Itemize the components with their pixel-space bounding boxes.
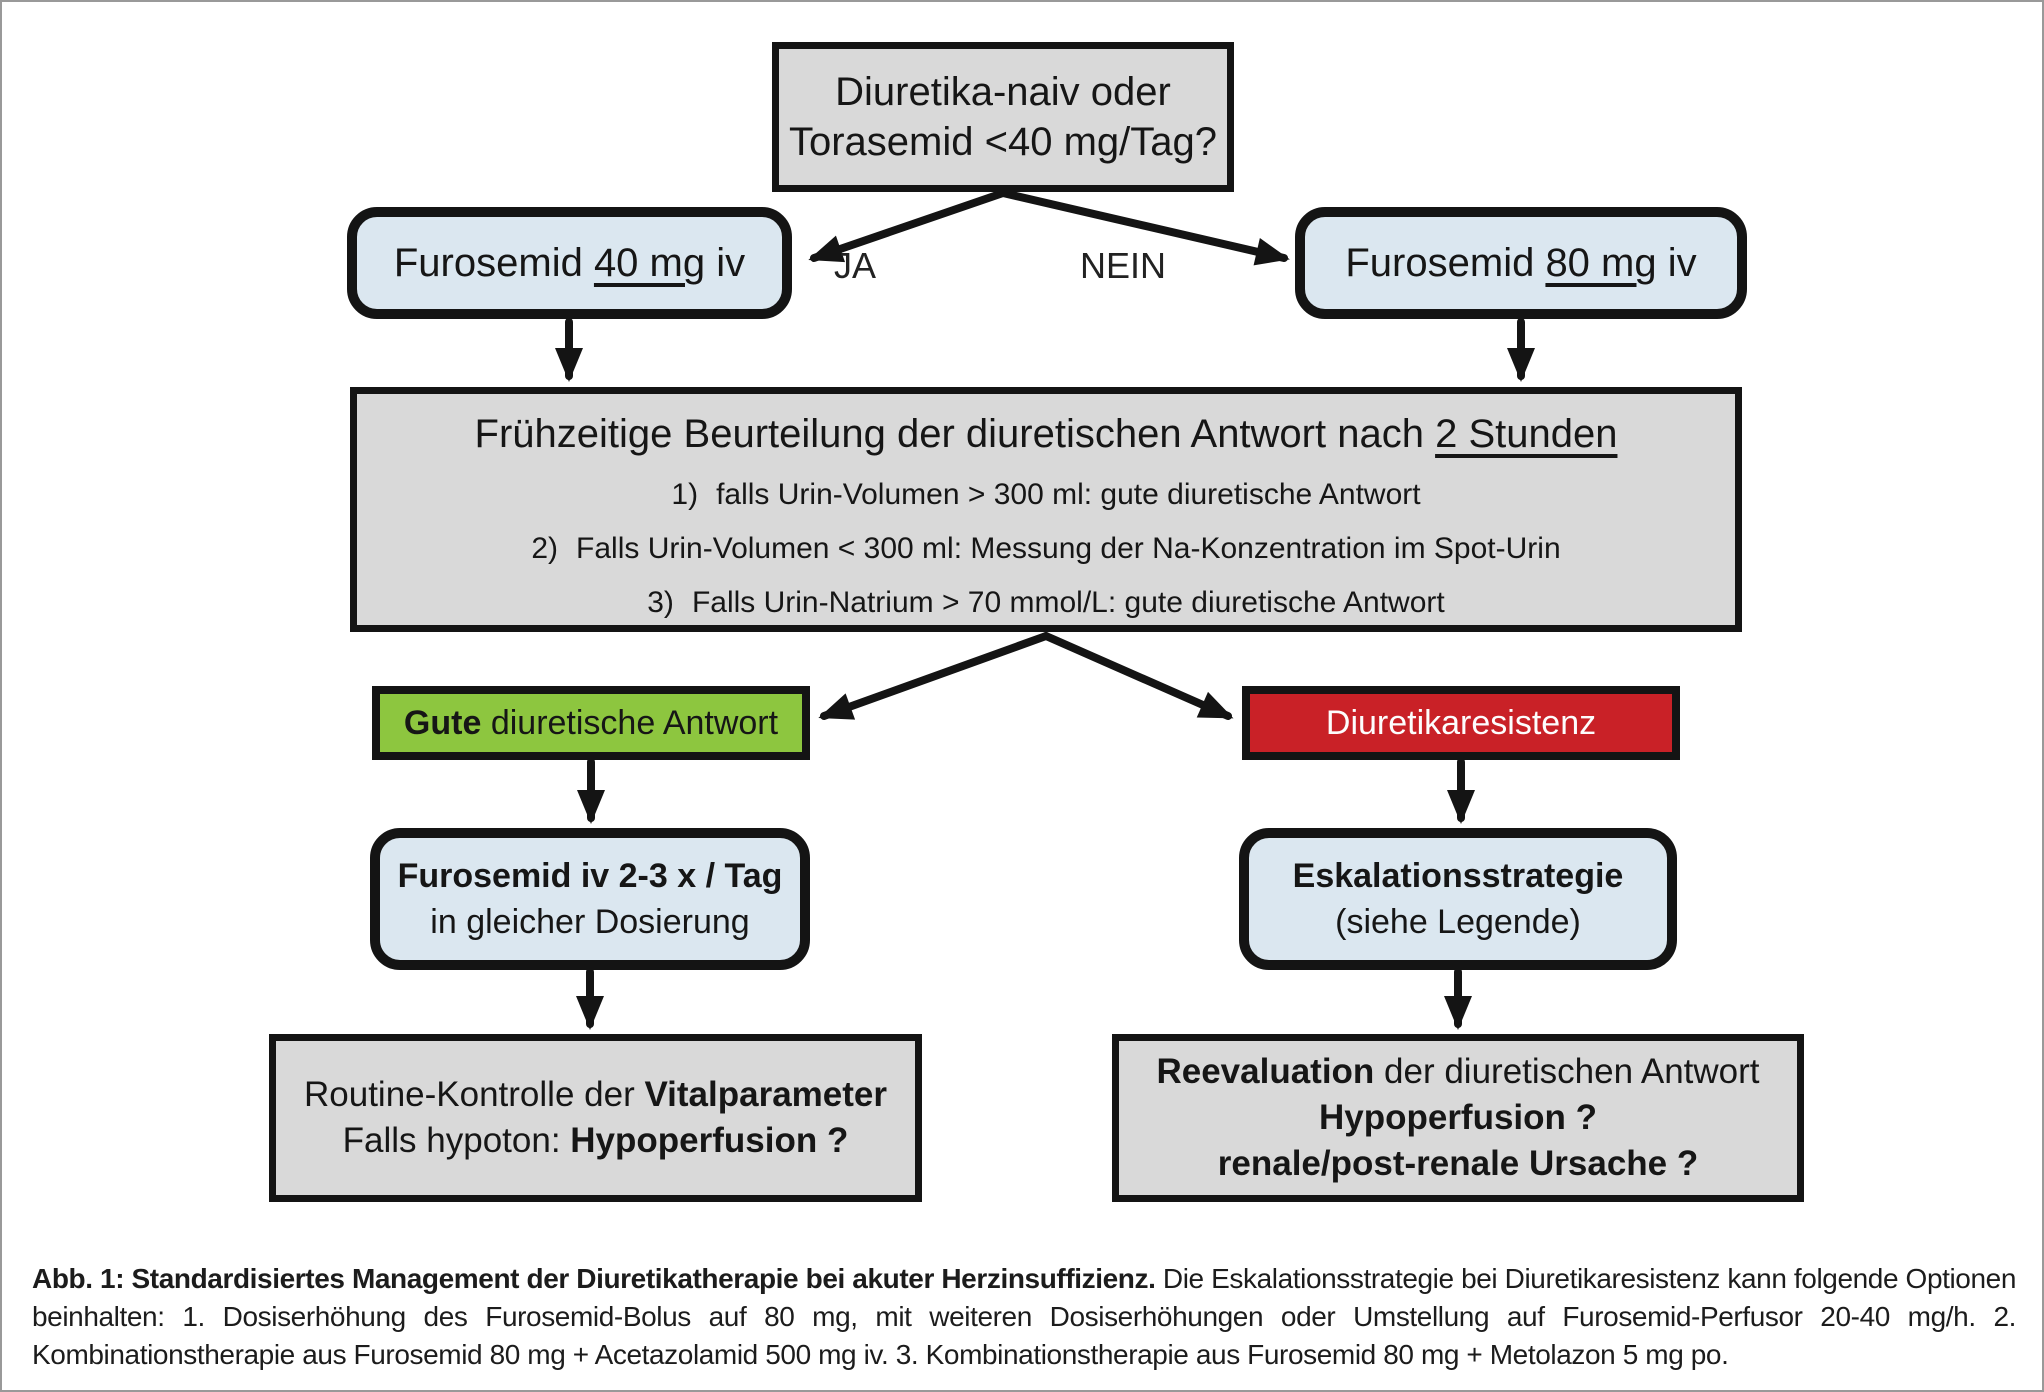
escalation-box: Eskalationsstrategie (siehe Legende) — [1239, 828, 1677, 970]
dose-40-pre: Furosemid — [393, 241, 594, 285]
assessment-title: Frühzeitige Beurteilung der diuretischen… — [475, 410, 1618, 458]
reeval-line1: Reevaluation der diuretischen Antwort — [1156, 1049, 1759, 1095]
arrow-assessment-to-resistance — [1042, 632, 1234, 720]
good-response-label: Gute diuretische Antwort — [404, 702, 778, 745]
dose-80-pre: Furosemid — [1345, 241, 1546, 285]
start-box: Diuretika-naiv oder Torasemid <40 mg/Tag… — [772, 42, 1234, 192]
vitals-monitoring-box: Routine-Kontrolle der Vitalparameter Fal… — [269, 1034, 922, 1202]
resistance-box: Diuretikaresistenz — [1242, 686, 1680, 760]
dose-box-80mg: Furosemid 80 mg iv — [1295, 207, 1747, 319]
reeval-line1-rest: der diuretischen Antwort — [1374, 1052, 1760, 1091]
good-response-box: Gute diuretische Antwort — [372, 686, 810, 760]
assessment-item-1: 1) falls Urin-Volumen > 300 ml: gute diu… — [671, 478, 1420, 512]
reeval-line3: renale/post-renale Ursache ? — [1217, 1144, 1699, 1183]
vitals-line2: Falls hypoton: Hypoperfusion ? — [343, 1118, 849, 1164]
assessment-item-1-num: 1) — [671, 478, 699, 511]
continue-dosing-line1: Furosemid iv 2-3 x / Tag — [397, 857, 783, 895]
continue-dosing-line2: in gleicher Dosierung — [430, 903, 750, 941]
assessment-item-3-text: Falls Urin-Natrium > 70 mmol/L: gute diu… — [691, 586, 1445, 619]
start-box-line1: Diuretika-naiv oder — [835, 70, 1171, 114]
assessment-box: Frühzeitige Beurteilung der diuretischen… — [350, 387, 1742, 632]
figure-caption-lead: Abb. 1: Standardisiertes Management der … — [32, 1263, 1156, 1294]
figure-caption-body: Die Eskalationsstrategie bei Diuretikare… — [32, 1263, 2016, 1370]
assessment-item-2: 2) Falls Urin-Volumen < 300 ml: Messung … — [531, 532, 1560, 566]
dose-80-post: iv — [1656, 241, 1697, 285]
reeval-line1-bold: Reevaluation — [1156, 1052, 1375, 1091]
arrow-assessment-to-good — [818, 632, 1050, 720]
resistance-label: Diuretikaresistenz — [1325, 703, 1597, 742]
vitals-line2-pre: Falls hypoton: — [342, 1121, 571, 1160]
dose-40-post: iv — [705, 241, 746, 285]
continue-dosing-box: Furosemid iv 2-3 x / Tag in gleicher Dos… — [370, 828, 810, 970]
reeval-line2: Hypoperfusion ? — [1318, 1098, 1598, 1137]
dose-box-40mg-label: Furosemid 40 mg iv — [394, 238, 745, 288]
dose-40-underlined: 40 mg — [593, 241, 706, 285]
escalation-line2: (siehe Legende) — [1335, 903, 1581, 941]
figure-caption: Abb. 1: Standardisiertes Management der … — [32, 1260, 2016, 1374]
vitals-line2-bold: Hypoperfusion ? — [570, 1121, 849, 1160]
branch-label-nein: NEIN — [1080, 245, 1167, 286]
reevaluation-box: Reevaluation der diuretischen Antwort Hy… — [1112, 1034, 1804, 1202]
escalation-line1: Eskalationsstrategie — [1292, 857, 1624, 895]
dose-box-40mg: Furosemid 40 mg iv — [347, 207, 792, 319]
good-response-bold: Gute — [403, 703, 482, 742]
assessment-item-3-num: 3) — [647, 586, 674, 619]
vitals-line1-pre: Routine-Kontrolle der — [303, 1075, 645, 1114]
assessment-title-underlined: 2 Stunden — [1435, 412, 1618, 456]
assessment-item-1-text: falls Urin-Volumen > 300 ml: gute diuret… — [716, 478, 1421, 511]
start-box-line2: Torasemid <40 mg/Tag? — [788, 120, 1217, 164]
vitals-line1: Routine-Kontrolle der Vitalparameter — [304, 1072, 887, 1118]
dose-80-underlined: 80 mg — [1545, 241, 1657, 285]
dose-box-80mg-label: Furosemid 80 mg iv — [1345, 238, 1696, 288]
assessment-item-2-num: 2) — [531, 532, 559, 565]
good-response-rest: diuretische Antwort — [481, 703, 779, 742]
assessment-item-2-text: Falls Urin-Volumen < 300 ml: Messung der… — [576, 532, 1561, 565]
vitals-line1-bold: Vitalparameter — [644, 1075, 887, 1114]
assessment-item-3: 3) Falls Urin-Natrium > 70 mmol/L: gute … — [647, 586, 1444, 620]
branch-label-ja: JA — [834, 245, 877, 286]
assessment-title-pre: Frühzeitige Beurteilung der diuretischen… — [474, 412, 1436, 456]
